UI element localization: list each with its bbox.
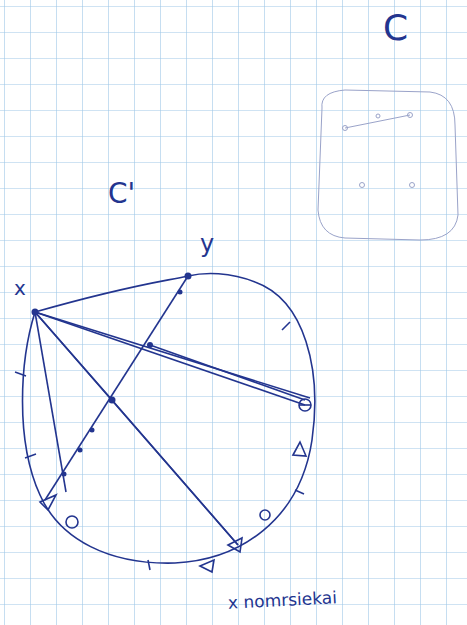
main-figure <box>15 274 315 572</box>
handwritten-label: y <box>200 232 214 256</box>
handwritten-label: C' <box>108 180 135 208</box>
handwritten-label: x <box>14 278 26 298</box>
points <box>32 273 192 477</box>
handwritten-label: C <box>383 10 408 46</box>
small-figure <box>318 90 458 240</box>
